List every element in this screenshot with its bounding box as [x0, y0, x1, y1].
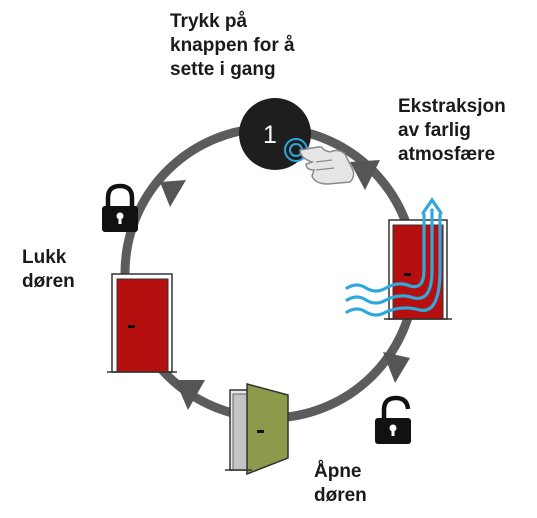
label-open-line-1: Åpne [314, 461, 362, 482]
label-press-line-1: Trykk på [170, 11, 248, 32]
button-number: 1 [263, 121, 277, 149]
door-closed-left [107, 273, 177, 373]
power-button-icon [239, 98, 311, 170]
label-extraction-line-3: atmosfære [398, 144, 496, 165]
padlock-open-icon [375, 395, 411, 444]
door-open [225, 383, 289, 476]
padlock-closed-icon [102, 183, 138, 232]
label-extraction: Ekstraksjon av farlig atmosfære [398, 95, 506, 167]
pointing-hand-icon [299, 146, 355, 185]
label-open-line-2: døren [314, 485, 367, 506]
cycle-arrow-bottom-left [175, 380, 205, 410]
cycle-arrow-top-left [160, 180, 186, 207]
label-extraction-line-1: Ekstraksjon [398, 96, 506, 117]
label-close-line-1: Lukk [22, 247, 67, 268]
door-closed-extracting [384, 219, 452, 320]
cycle-arrow-top-right [350, 160, 380, 190]
label-press-button: Trykk på knappen for å sette i gang [170, 10, 295, 82]
start-button: 1 [239, 98, 311, 170]
cycle-arrow-right [383, 352, 410, 383]
label-press-line-2: knappen for å [170, 35, 295, 56]
label-open-door: Åpne døren [314, 460, 367, 508]
label-press-line-3: sette i gang [170, 59, 276, 80]
label-close-door: Lukk døren [22, 246, 75, 294]
label-extraction-line-2: av farlig [398, 120, 471, 141]
airflow-arrows-icon [345, 197, 443, 317]
label-close-line-2: døren [22, 271, 75, 292]
